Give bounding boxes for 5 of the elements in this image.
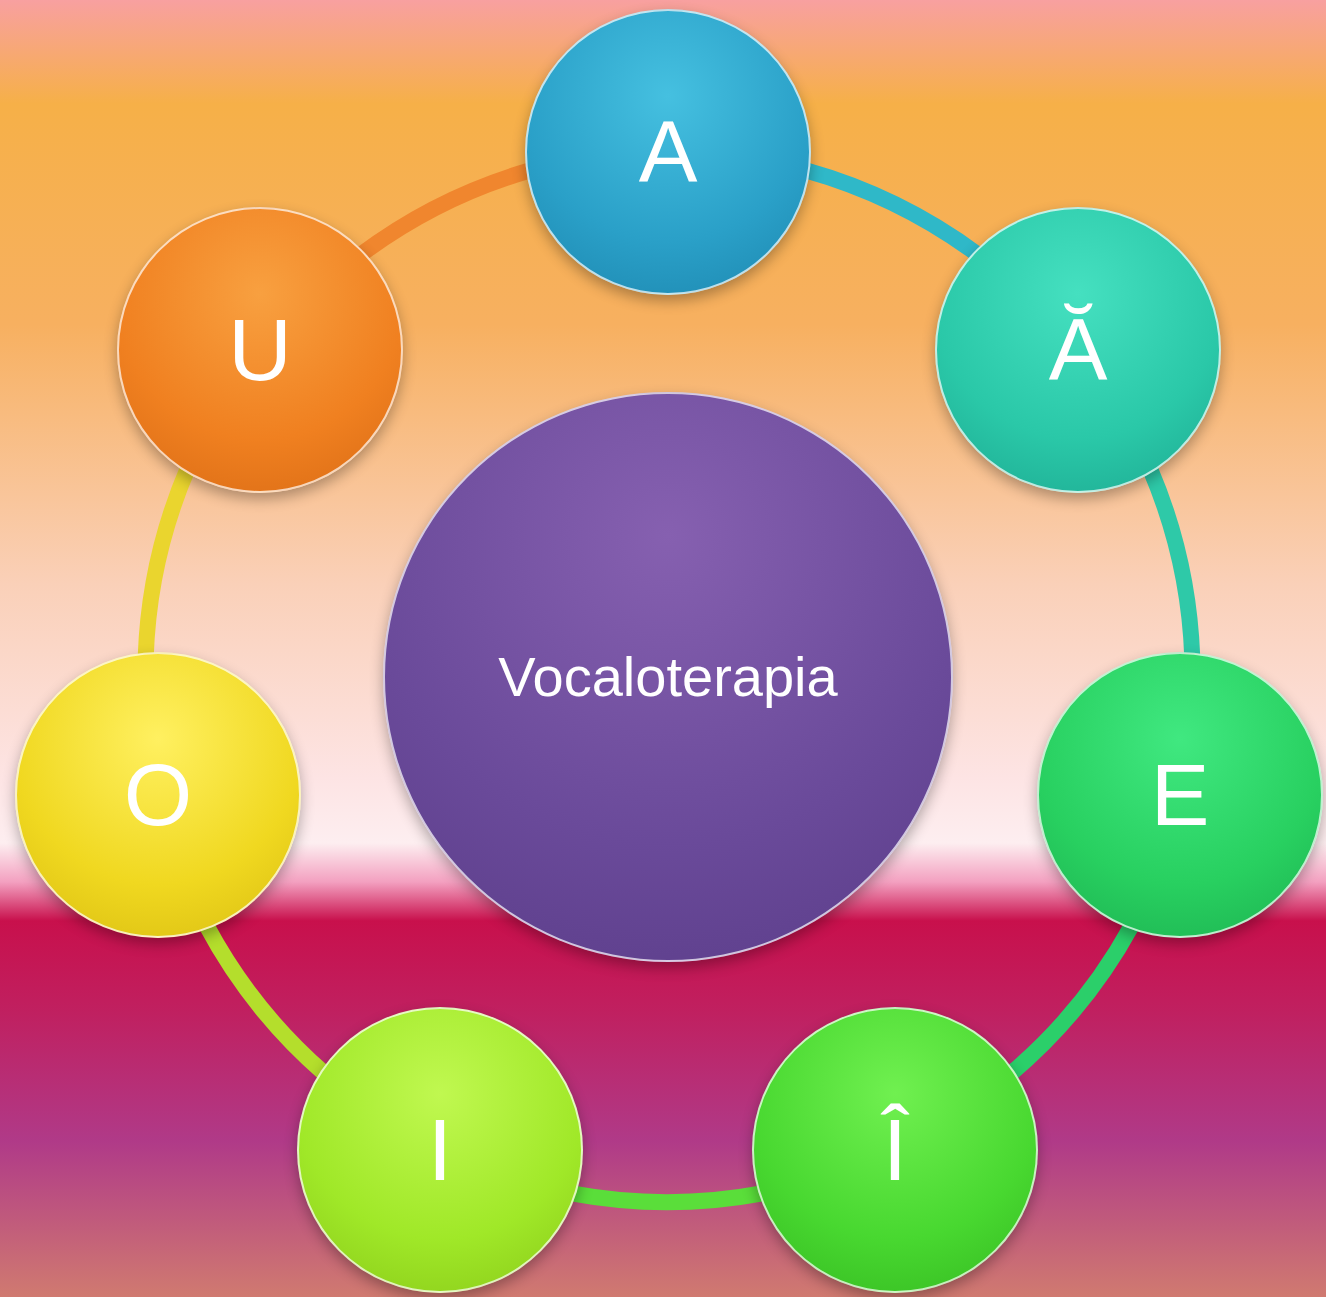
vowel-letter: U xyxy=(228,306,292,394)
vowel-letter: O xyxy=(123,751,193,839)
vowel-letter: E xyxy=(1150,751,1210,839)
vowel-letter: A xyxy=(638,108,698,196)
vowel-letter: I xyxy=(427,1106,453,1194)
